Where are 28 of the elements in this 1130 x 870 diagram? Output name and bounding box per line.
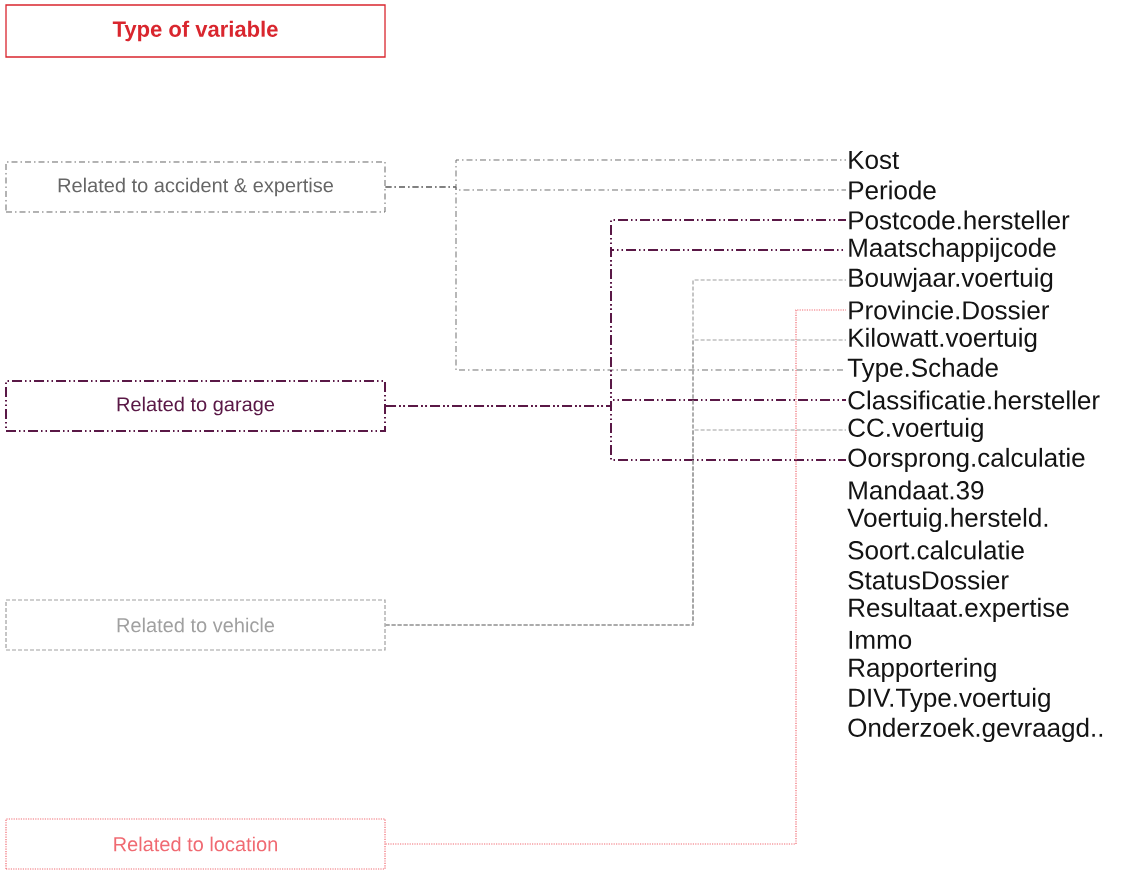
- variable-label: Kilowatt.voertuig: [849, 327, 1037, 353]
- group-box: Related to vehicle: [5, 599, 386, 651]
- variable-label: Resultaat.expertise: [849, 597, 1069, 623]
- variable-label: DIV.Type.voertuig: [849, 687, 1050, 713]
- connector-line: [385, 405, 847, 461]
- group-box: Related to garage: [5, 380, 386, 432]
- variable-label: Classificatie.hersteller: [848, 390, 1100, 410]
- variable-label: Provincie.Dossier: [849, 300, 1050, 320]
- variable-label: StatusDossier: [848, 570, 1009, 590]
- variable-label: CC.voertuig: [848, 417, 983, 443]
- connector-line: [385, 429, 847, 626]
- group-box: Related to location: [5, 818, 386, 870]
- variable-label: Periode: [849, 180, 936, 200]
- variable-label: Voertuig.hersteld.: [847, 507, 1048, 533]
- variable-label: Maatschappijcode: [849, 237, 1056, 263]
- title-box: Type of variable: [5, 4, 386, 58]
- group-box: Related to accident & expertise: [5, 161, 386, 213]
- variable-label: Oorsprong.calculatie: [848, 447, 1085, 473]
- variable-label: Mandaat.39: [849, 480, 984, 500]
- variable-label: Bouwjaar.voertuig: [849, 267, 1053, 293]
- connector-line: [385, 309, 847, 845]
- variable-label: Immo: [849, 630, 912, 650]
- variable-label: Type.Schade: [847, 357, 998, 383]
- variable-label: Kost: [849, 150, 900, 170]
- variable-label: Soort.calculatie: [848, 540, 1024, 560]
- variable-label: Postcode.hersteller: [849, 210, 1070, 230]
- variable-label: Onderzoek.gevraagd..: [848, 717, 1103, 743]
- variable-label: Rapportering: [849, 657, 996, 683]
